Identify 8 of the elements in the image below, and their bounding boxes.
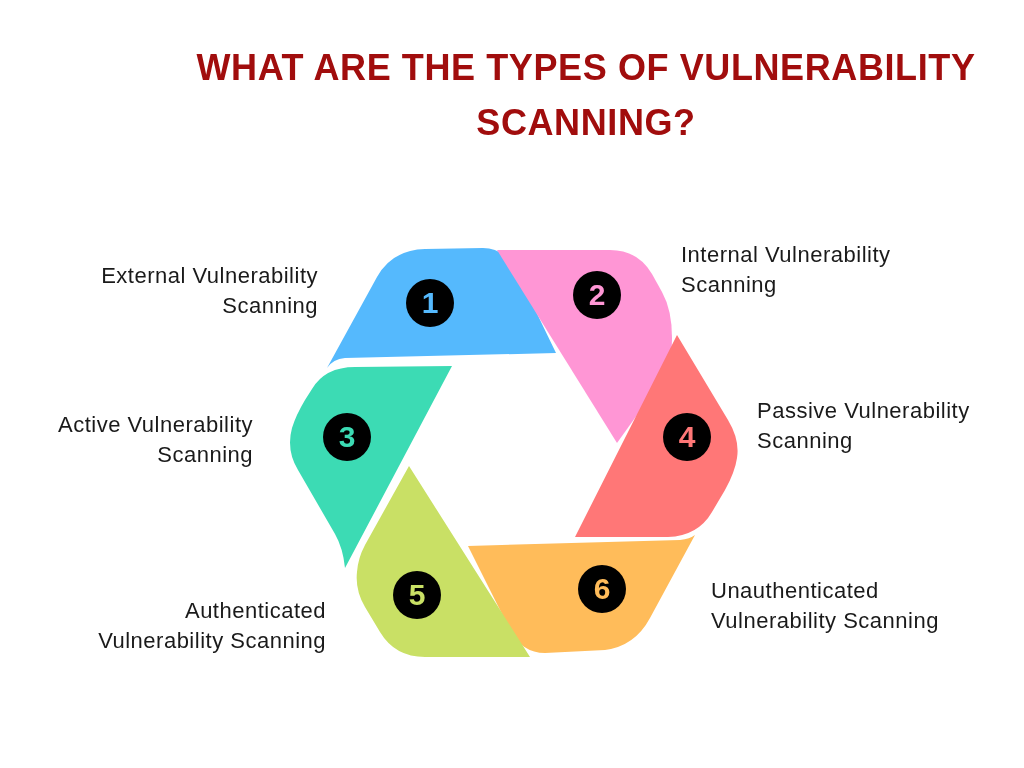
segment-label: Active Vulnerability Scanning [56, 411, 253, 469]
ring-segment [465, 532, 698, 656]
segment-label: Authenticated Vulnerability Scanning [97, 597, 326, 655]
segment-label: Unauthenticated Vulnerability Scanning [711, 577, 940, 635]
title: WHAT ARE THE TYPES OF VULNERABILITY SCANNING? [195, 46, 977, 145]
segment-label: External Vulnerability Scanning [100, 262, 318, 320]
segment-label: Passive Vulnerability Scanning [757, 397, 971, 455]
segment-label: Internal Vulnerability Scanning [681, 241, 892, 299]
